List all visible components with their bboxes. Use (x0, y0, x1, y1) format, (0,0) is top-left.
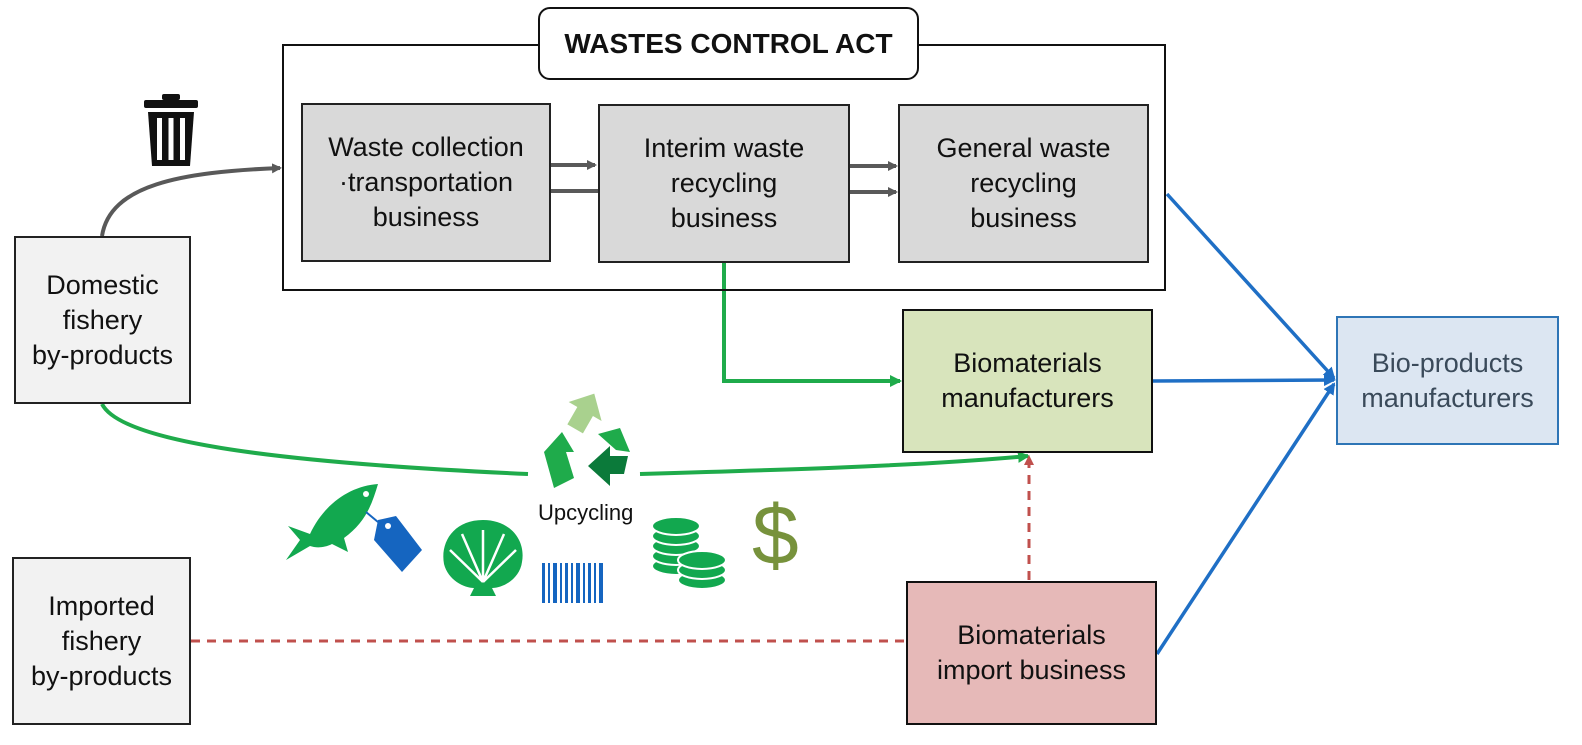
coins-icon (651, 516, 727, 590)
trash-can-icon (144, 94, 198, 166)
upcycling-label: Upcycling (538, 500, 634, 525)
arrow-domestic-upcycling-left (100, 402, 529, 476)
node-biomaterials-import: Biomaterials import business (906, 581, 1157, 725)
fish-icon (286, 484, 378, 560)
price-tag-icon (365, 511, 422, 572)
node-interim-recycling: Interim waste recycling business (598, 104, 850, 263)
arrow-import-to-bioproducts (1155, 382, 1336, 655)
arrow-domestic-to-collection (100, 163, 282, 237)
node-waste-collection: Waste collection ·transportation busines… (301, 103, 551, 262)
arrow-domestic-upcycling-right (639, 450, 1030, 476)
recycle-icon (544, 393, 630, 488)
diagram-title: WASTES CONTROL ACT (538, 7, 919, 80)
arrow-interim-to-biomaterials (722, 262, 902, 387)
dollar-icon: $ (752, 488, 799, 582)
node-imported-by-products: Imported fishery by-products (12, 557, 191, 725)
node-bio-products-manufacturers: Bio-products manufacturers (1336, 316, 1559, 445)
arrow-general-to-bioproducts (1165, 192, 1336, 380)
node-domestic-by-products: Domestic fishery by-products (14, 236, 191, 404)
barcode-icon (542, 563, 603, 603)
node-general-recycling: General waste recycling business (898, 104, 1149, 263)
arrow-biomaterials-to-bioproducts (1152, 374, 1336, 387)
shell-icon (443, 520, 523, 596)
node-biomaterials-manufacturers: Biomaterials manufacturers (902, 309, 1153, 453)
